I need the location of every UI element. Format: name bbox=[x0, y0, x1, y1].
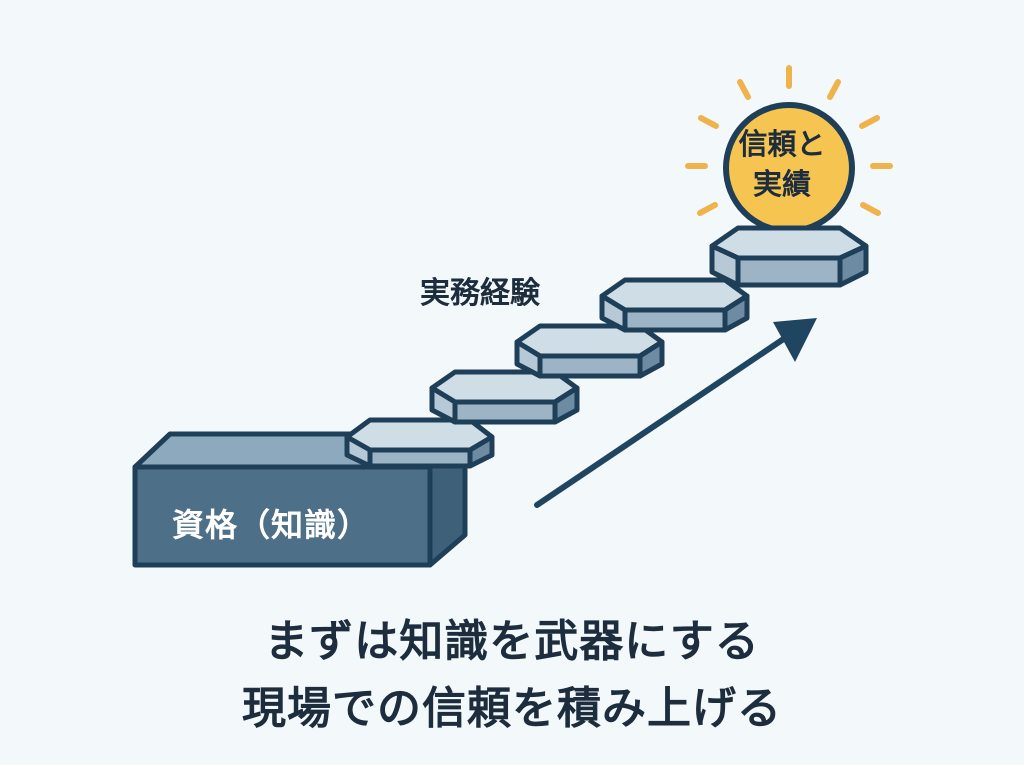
base-block-label: 資格（知識） bbox=[172, 506, 371, 544]
step-3 bbox=[514, 323, 665, 379]
sun-rays-icon bbox=[685, 65, 893, 216]
steps-label: 実務経験 bbox=[420, 276, 540, 311]
step-5-top bbox=[709, 225, 869, 288]
step-4 bbox=[599, 277, 750, 333]
caption-line-2: 現場での信頼を積み上げる bbox=[242, 683, 782, 734]
goal-label-line2: 実績 bbox=[752, 167, 811, 201]
step-1 bbox=[344, 417, 495, 469]
goal-label-line1: 信頼と bbox=[738, 127, 826, 161]
caption-line-1: まずは知識を武器にする bbox=[264, 616, 760, 667]
step-2 bbox=[429, 369, 580, 425]
growth-arrow-icon bbox=[534, 318, 817, 508]
goal-label: 信頼と 実績 bbox=[726, 124, 838, 204]
